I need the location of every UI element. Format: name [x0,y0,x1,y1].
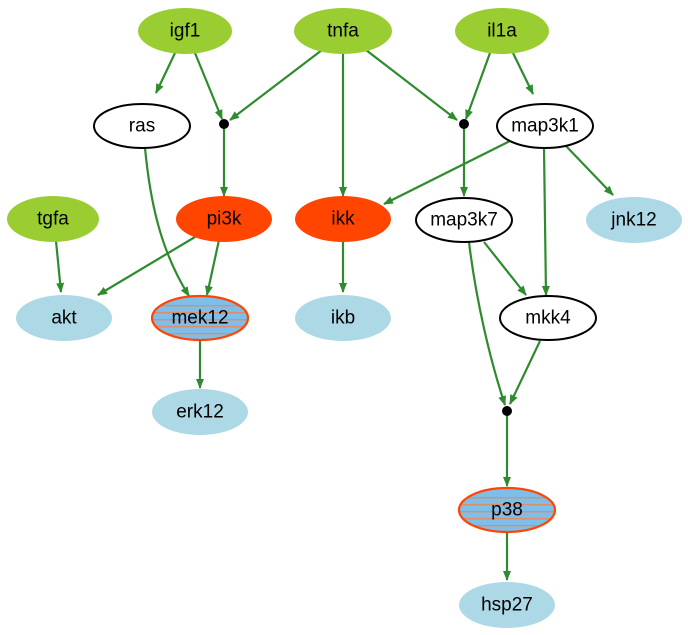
edge-map3k7-and3 [467,241,507,406]
and-junction-map3k7 [459,119,469,129]
node-tgfa-label: tgfa [37,209,69,230]
and-junction-p38 [502,406,512,416]
edge-mkk4-and3 [509,340,541,405]
edge-il1a-and2 [464,52,492,120]
node-erk12[interactable]: erk12 [152,389,248,435]
node-pi3k-label: pi3k [207,209,242,230]
node-p38-label: p38 [491,500,523,521]
edge-ras-mek12 [143,147,190,297]
node-igf1[interactable]: igf1 [138,8,232,54]
node-erk12-label: erk12 [176,402,224,423]
edge-pi3k-akt [97,236,196,296]
edge-map3k1-mkk4 [541,147,550,296]
node-il1a[interactable]: il1a [455,8,549,54]
node-ikk[interactable]: ikk [295,196,391,242]
edge-il1a-map3k1 [512,52,534,95]
and-junction-pi3k [219,119,229,129]
edge-igf1-ras [155,52,176,94]
node-akt-label: akt [51,308,77,329]
node-map3k1[interactable]: map3k1 [496,103,594,149]
node-jnk12[interactable]: jnk12 [586,197,682,243]
edge-pi3k-mek12 [205,239,221,296]
node-hsp27-label: hsp27 [481,595,533,616]
node-map3k7-label: map3k7 [430,210,498,231]
node-map3k1-label: map3k1 [511,116,579,137]
and-junctions [219,119,512,416]
node-mek12-label: mek12 [171,308,228,329]
node-pi3k[interactable]: pi3k [176,196,272,242]
edge-map3k1-ikk [383,139,513,205]
node-ikk-label: ikk [331,209,355,230]
edge-tnfa-and2 [365,49,458,121]
edges [54,49,614,581]
node-mkk4[interactable]: mkk4 [499,295,597,341]
node-tnfa[interactable]: tnfa [294,8,392,54]
node-map3k7[interactable]: map3k7 [415,197,513,243]
edge-igf1-and1 [193,52,224,120]
edge-tnfa-and1 [229,49,323,121]
node-ikb-label: ikb [331,308,355,329]
node-ras[interactable]: ras [93,103,191,149]
node-hsp27[interactable]: hsp27 [459,582,555,628]
edge-tgfa-akt [54,240,65,293]
edge-map3k7-mkk4 [483,241,527,296]
node-mek12[interactable]: mek12 [150,294,250,342]
node-igf1-label: igf1 [170,21,201,42]
node-ras-label: ras [129,116,155,137]
node-p38[interactable]: p38 [457,486,557,534]
edge-map3k1-jnk12 [565,145,614,196]
node-tnfa-label: tnfa [327,21,359,42]
node-akt[interactable]: akt [16,295,112,341]
node-ikb[interactable]: ikb [295,295,391,341]
node-jnk12-label: jnk12 [610,210,656,231]
node-tgfa[interactable]: tgfa [7,196,99,242]
node-il1a-label: il1a [487,21,517,42]
node-mkk4-label: mkk4 [525,308,571,329]
